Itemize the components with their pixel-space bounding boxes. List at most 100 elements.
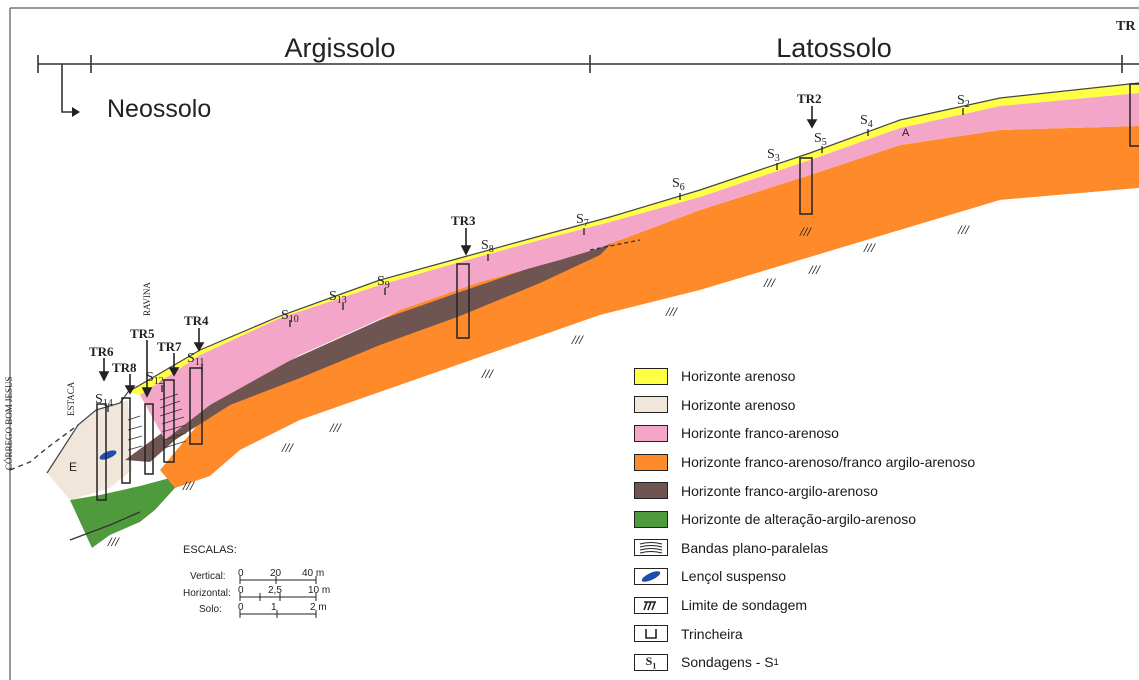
trench-box — [799, 157, 813, 215]
right-cut-label: TR — [1116, 19, 1136, 34]
legend-swatch — [634, 510, 668, 528]
layer-letter-e: E — [69, 460, 77, 474]
limit-symbol: /// — [799, 224, 812, 239]
scales-block: ESCALAS: Vertical: Horizontal: Solo: 0 2… — [183, 544, 330, 615]
section-latossolo: Latossolo — [776, 33, 892, 63]
sounding-label: S5 — [814, 131, 827, 148]
limit-symbol: /// — [182, 478, 195, 493]
neossolo-arrow-icon — [72, 107, 80, 117]
legend-swatch — [634, 396, 668, 414]
layer-dark-franco-argilo — [125, 240, 615, 462]
legend-label: Horizonte franco-arenoso/franco argilo-a… — [681, 454, 976, 471]
scale-tick: 0 — [238, 585, 244, 596]
sounding-limit-symbols: /// /// /// /// /// /// /// /// /// /// … — [107, 222, 970, 549]
sounding-label: S12 — [146, 370, 164, 387]
trench-label: TR7 — [157, 339, 182, 354]
legend-label: Bandas plano-paralelas — [681, 539, 829, 556]
lower-boundary-line — [69, 511, 141, 541]
header-bar — [37, 55, 1139, 113]
sounding-label: S3 — [767, 147, 780, 164]
scale-tick: 0 — [238, 568, 244, 579]
legend-label: Horizonte arenoso — [681, 368, 796, 385]
transition-dashed-line — [589, 239, 641, 251]
limit-symbol: /// — [281, 440, 294, 455]
sounding-icon-text: S1 — [645, 653, 657, 670]
legend-swatch — [634, 453, 668, 471]
legend-label-sub: 1 — [773, 657, 779, 668]
sounding-markers — [107, 108, 964, 412]
limit-symbol: /// — [571, 332, 584, 347]
section-argissolo: Argissolo — [284, 33, 395, 63]
scale-tick: 2 m — [310, 602, 327, 613]
scale-row-label: Horizontal: — [183, 588, 231, 599]
limit-symbol: /// — [107, 534, 120, 549]
sounding-label: S10 — [281, 308, 299, 325]
layer-letter-a: A — [902, 127, 910, 139]
sounding-label: S11 — [187, 351, 204, 368]
trench-label: TR8 — [112, 360, 137, 375]
sounding-label: S13 — [329, 289, 347, 306]
limit-symbol: /// — [665, 304, 678, 319]
trench-box — [1129, 83, 1139, 147]
trench-label: TR3 — [451, 213, 476, 228]
limit-symbol: /// — [863, 240, 876, 255]
layer-green-alteration — [70, 476, 210, 548]
limit-symbol: /// — [957, 222, 970, 237]
legend-item: Trincheira — [634, 619, 1034, 648]
trench-box — [121, 397, 131, 484]
profile-base — [92, 188, 1139, 680]
groundwater-dashed-line — [9, 424, 79, 471]
legend-item: Horizonte franco-arenoso — [634, 419, 1034, 448]
scale-tick: 20 — [270, 568, 282, 579]
left-unit-neossolo: Neossolo — [107, 95, 211, 123]
limit-icon — [634, 596, 668, 614]
scale-tick: 1 — [271, 602, 277, 613]
legend-swatch — [634, 367, 668, 385]
layer-orange — [160, 126, 1139, 488]
legend-label: Limite de sondagem — [681, 597, 808, 614]
legend-item: Horizonte franco-arenoso/franco argilo-a… — [634, 448, 1034, 477]
legend-label: Horizonte franco-arenoso — [681, 425, 839, 442]
legend-label: Sondagens - S — [681, 654, 774, 671]
sounding-labels: S14 S12 S11 S10 S13 S9 S8 S7 S6 S3 S5 S4… — [95, 93, 970, 409]
soil-layers — [47, 83, 1139, 548]
legend-swatch — [634, 482, 668, 500]
ravina-label: RAVINA — [142, 282, 152, 316]
scales-title: ESCALAS: — [183, 544, 237, 556]
limit-symbol: /// — [808, 262, 821, 277]
estaca-label: ESTACA — [66, 381, 76, 416]
trench-box — [144, 403, 154, 475]
sounding-label: S2 — [957, 93, 970, 110]
scale-tick: 40 m — [302, 568, 324, 579]
trench-labels: TR6 TR8 TR5 TR7 TR4 TR3 TR2 — [89, 91, 822, 375]
bands-icon — [634, 539, 668, 557]
legend-item: Horizonte de alteração-argilo-arenoso — [634, 505, 1034, 534]
legend-label: Horizonte de alteração-argilo-arenoso — [681, 511, 917, 528]
trench-label: TR6 — [89, 344, 114, 359]
legend-item: Lençol suspenso — [634, 562, 1034, 591]
trench-label: TR2 — [797, 91, 822, 106]
legend-label: Horizonte arenoso — [681, 396, 796, 413]
scale-tick: 2,5 — [268, 585, 282, 596]
sounding-label: S4 — [860, 113, 873, 130]
sounding-icon-sub: 1 — [652, 660, 657, 670]
limit-symbol: /// — [763, 275, 776, 290]
legend-item: Limite de sondagem — [634, 591, 1034, 620]
lens-icon — [634, 567, 668, 585]
sounding-label: S7 — [576, 212, 589, 229]
trench-label: TR4 — [184, 313, 209, 328]
layer-pink-franco-arenoso — [140, 93, 1139, 440]
scale-tick: 0 — [238, 602, 244, 613]
sounding-label: S8 — [481, 238, 494, 255]
sounding-label: S9 — [377, 274, 390, 291]
scale-row-label: Solo: — [199, 604, 222, 615]
sounding-label: S14 — [95, 392, 113, 409]
limit-symbol: /// — [481, 366, 494, 381]
trench-icon — [634, 625, 668, 643]
trench-box — [163, 379, 175, 463]
suspended-water-lens-icon — [99, 450, 117, 460]
trench-arrows — [98, 106, 818, 398]
legend-label: Lençol suspenso — [681, 568, 787, 585]
legend-label: Horizonte franco-argilo-arenoso — [681, 482, 878, 499]
